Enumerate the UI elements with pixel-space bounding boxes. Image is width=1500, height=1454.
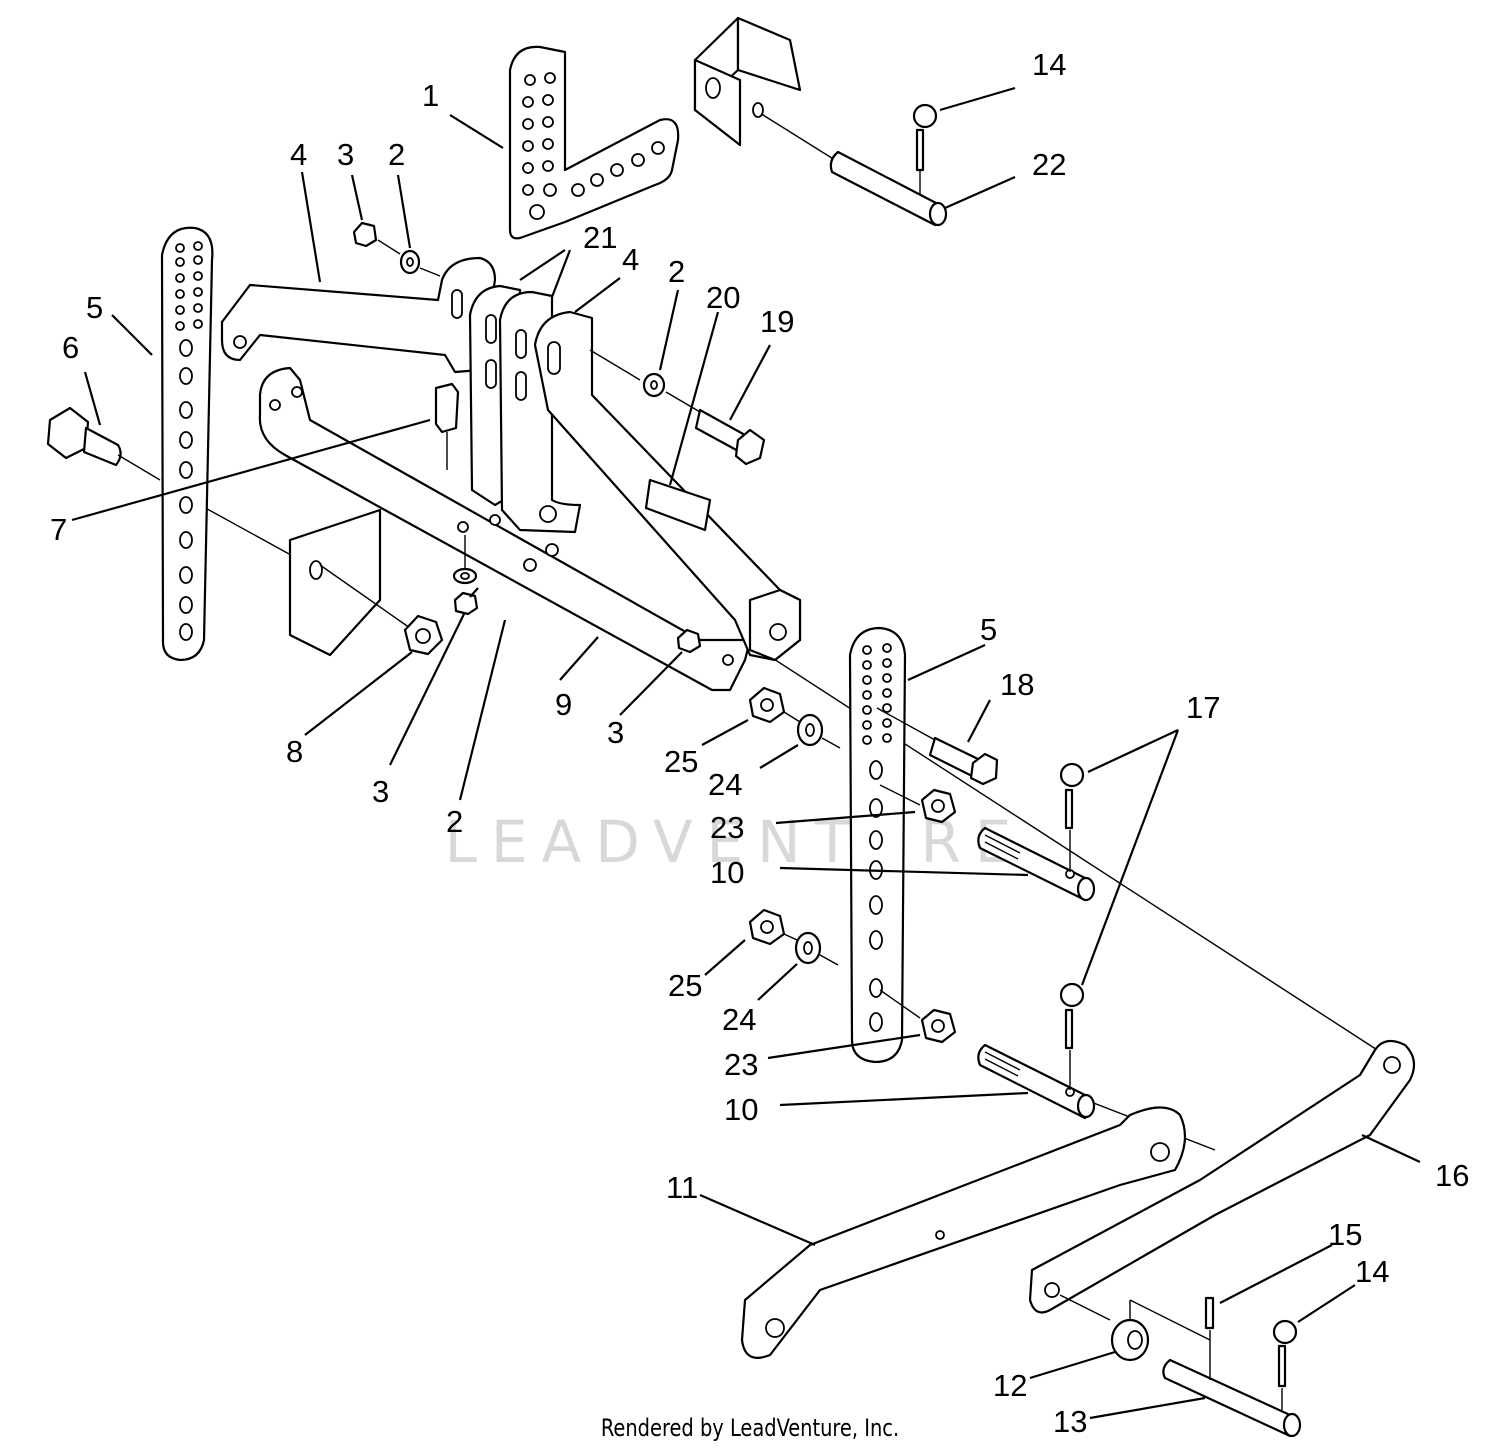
callout-12: 12 bbox=[993, 1368, 1027, 1403]
callout-21: 21 bbox=[583, 220, 617, 255]
callout-4-left: 4 bbox=[290, 137, 307, 172]
right-washer-bolt bbox=[589, 349, 766, 466]
callout-10-lower: 10 bbox=[724, 1092, 758, 1127]
callout-3-top: 3 bbox=[337, 137, 354, 172]
upper-z-bracket bbox=[220, 256, 497, 374]
callout-14-top: 14 bbox=[1032, 47, 1066, 82]
bottom-pin-assembly bbox=[1059, 1294, 1302, 1438]
callout-9: 9 bbox=[555, 687, 572, 722]
lower-jam-nut bbox=[879, 989, 957, 1044]
callout-3-lower: 3 bbox=[372, 774, 389, 809]
callout-13: 13 bbox=[1053, 1404, 1087, 1439]
callout-2-top: 2 bbox=[388, 137, 405, 172]
callout-25-upper: 25 bbox=[664, 744, 698, 779]
upper-jam-nut bbox=[879, 784, 957, 824]
nut-plate-end bbox=[676, 628, 702, 654]
lower-nut-washer-set bbox=[748, 908, 839, 966]
spacer-block bbox=[288, 508, 411, 657]
callout-11: 11 bbox=[666, 1170, 698, 1205]
callout-5-right: 5 bbox=[980, 612, 997, 647]
top-nut-washer bbox=[352, 221, 441, 277]
upper-pin bbox=[977, 826, 1096, 902]
callout-1: 1 bbox=[422, 78, 439, 113]
callout-14-bottom: 14 bbox=[1355, 1254, 1389, 1289]
large-nut bbox=[403, 614, 444, 656]
lynch-pin-lower bbox=[1059, 982, 1085, 1090]
callout-24-upper: 24 bbox=[708, 767, 742, 802]
lower-hardware-stack bbox=[452, 535, 479, 616]
callout-23-upper: 23 bbox=[710, 810, 744, 845]
callout-2-right: 2 bbox=[668, 254, 685, 289]
upper-nut-washer-set bbox=[748, 686, 841, 749]
callout-3-mid: 3 bbox=[607, 715, 624, 750]
right-vertical-strap bbox=[848, 626, 907, 1064]
callout-20: 20 bbox=[706, 280, 740, 315]
left-vertical-strap bbox=[160, 226, 214, 662]
bolt-left bbox=[46, 406, 161, 481]
left-lower-link bbox=[740, 1106, 1187, 1359]
callout-2-lower: 2 bbox=[446, 804, 463, 839]
callout-25-lower: 25 bbox=[668, 968, 702, 1003]
callout-19: 19 bbox=[760, 304, 794, 339]
lynch-pin-upper bbox=[1059, 762, 1085, 872]
callout-8: 8 bbox=[286, 734, 303, 769]
callout-7: 7 bbox=[50, 512, 67, 547]
lower-pin bbox=[977, 1043, 1096, 1120]
side-plate-front bbox=[498, 290, 582, 534]
callout-10-upper: 10 bbox=[710, 855, 744, 890]
callout-16: 16 bbox=[1435, 1158, 1469, 1193]
watermark-text: LEADVENTURE bbox=[445, 808, 1026, 876]
callout-5-left: 5 bbox=[86, 290, 103, 325]
right-lower-link bbox=[1028, 1039, 1416, 1314]
vertical-bolt bbox=[434, 382, 460, 470]
l-bracket-plate bbox=[508, 45, 680, 240]
callout-24-lower: 24 bbox=[722, 1002, 756, 1037]
hitch-pin-top bbox=[829, 103, 948, 227]
callout-6: 6 bbox=[62, 330, 79, 365]
callout-17: 17 bbox=[1186, 690, 1220, 725]
callout-4-right: 4 bbox=[622, 242, 639, 277]
square-tube-bracket bbox=[693, 16, 802, 147]
bolt-18 bbox=[876, 707, 999, 786]
triangular-arm bbox=[533, 310, 802, 662]
callout-23-lower: 23 bbox=[724, 1047, 758, 1082]
callout-numbers: 1 14 22 4 3 2 21 4 2 20 19 5 6 7 8 3 2 9… bbox=[50, 47, 1469, 1439]
callout-15: 15 bbox=[1328, 1217, 1362, 1252]
render-credit: Rendered by LeadVenture, Inc. bbox=[600, 1414, 900, 1442]
callout-22: 22 bbox=[1032, 147, 1066, 182]
leader-lines bbox=[71, 86, 1421, 1420]
callout-18: 18 bbox=[1000, 667, 1034, 702]
